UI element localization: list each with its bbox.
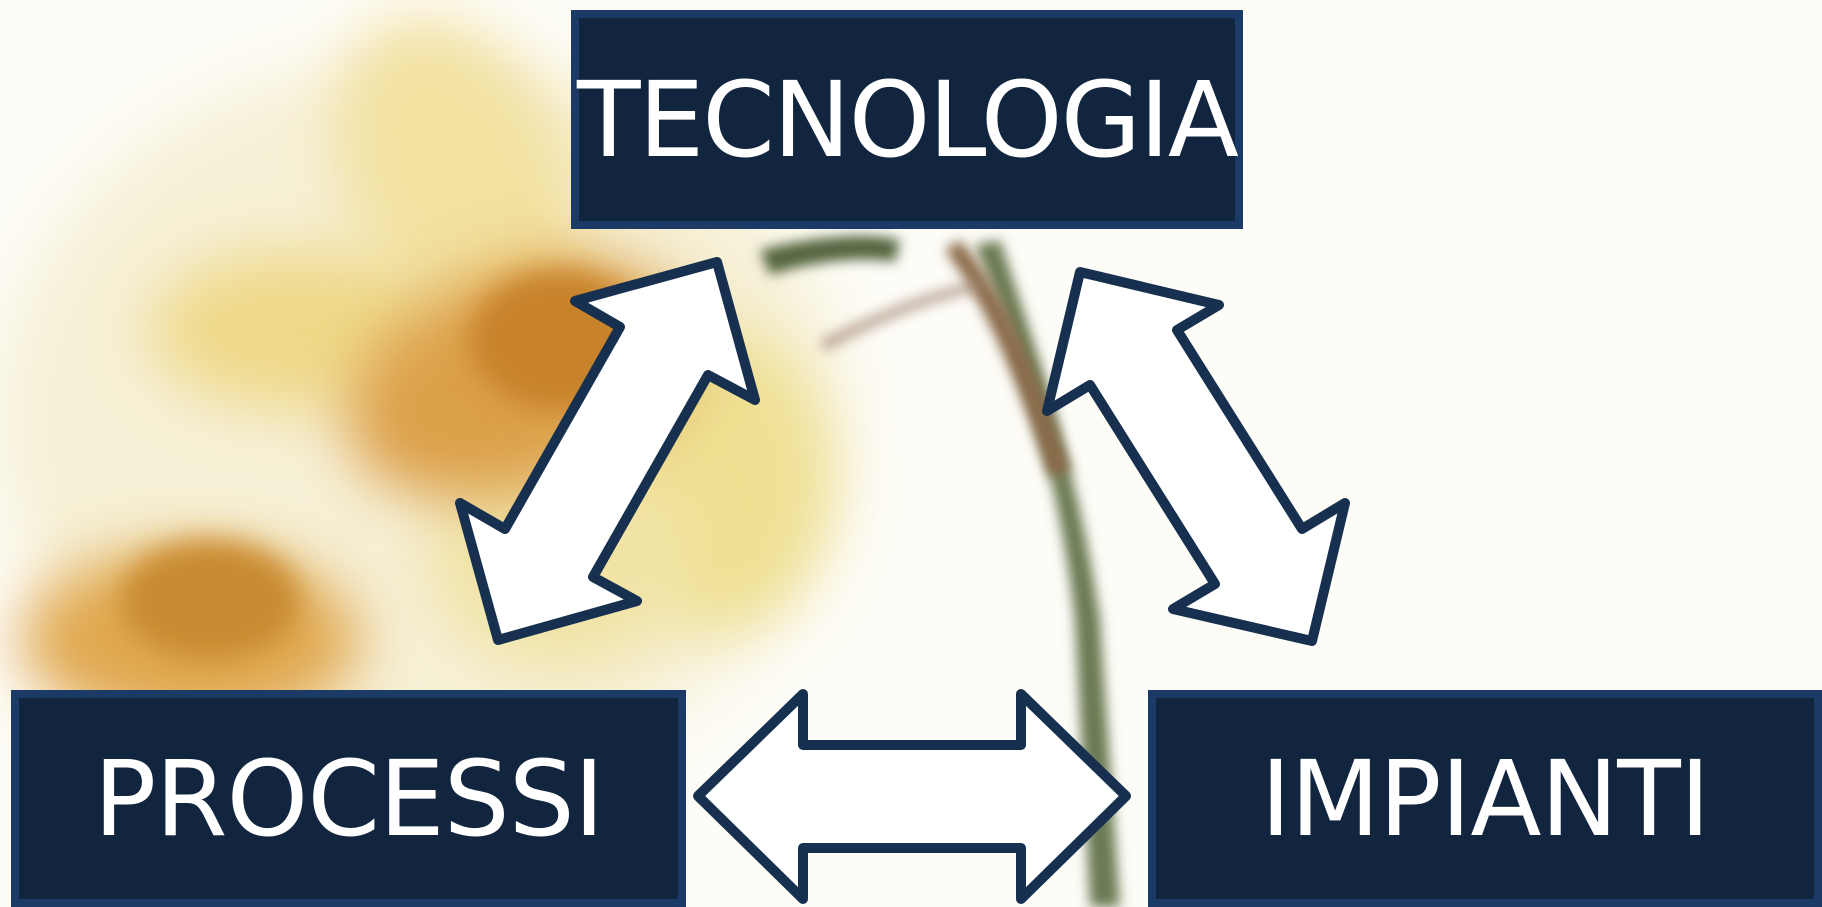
node-tecnologia-label: TECNOLOGIA [577, 58, 1239, 181]
node-impianti: IMPIANTI [1148, 690, 1822, 907]
node-impianti-label: IMPIANTI [1260, 737, 1711, 860]
arrow-tecnologia-impianti [1042, 267, 1350, 646]
arrow-processi-impianti [693, 689, 1131, 904]
arrow-tecnologia-processi [455, 257, 760, 645]
node-processi: PROCESSI [11, 690, 686, 907]
node-tecnologia: TECNOLOGIA [571, 10, 1243, 229]
node-processi-label: PROCESSI [93, 737, 605, 860]
